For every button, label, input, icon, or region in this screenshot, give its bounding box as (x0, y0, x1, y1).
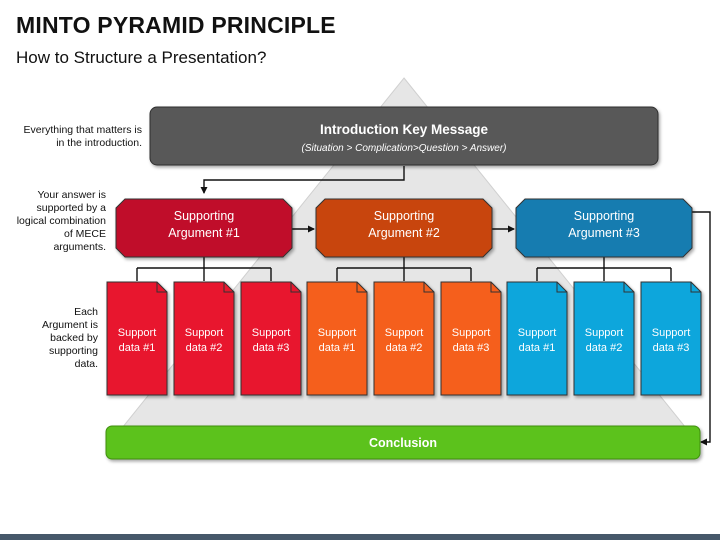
support-line1: Support (118, 327, 157, 339)
support-card-1-1 (106, 281, 168, 396)
argument-box-2 (315, 198, 493, 258)
page-title: MINTO PYRAMID PRINCIPLE (16, 12, 336, 38)
support-card-2-2 (373, 281, 435, 396)
support-card-3-2 (573, 281, 635, 396)
argument-1-tree (136, 256, 272, 281)
argument-3-tree (536, 256, 672, 281)
note-intro: Everything that matters is in the introd… (23, 124, 142, 149)
argument-box-3 (515, 198, 693, 258)
argument-line1: Supporting (374, 209, 435, 223)
bottom-accent-bar (0, 534, 720, 540)
support-line2: data #2 (186, 342, 223, 354)
support-line1: Support (252, 327, 291, 339)
support-card-1-3 (240, 281, 302, 396)
support-card-3-3 (640, 281, 702, 396)
support-line2: data #3 (253, 342, 290, 354)
conclusion-label: Conclusion (369, 436, 437, 450)
support-line2: data #1 (119, 342, 156, 354)
support-card-1-2 (173, 281, 235, 396)
support-card-2-3 (440, 281, 502, 396)
intro-subtitle: (Situation > Complication>Question > Ans… (301, 143, 506, 154)
support-line1: Support (585, 327, 624, 339)
support-data-cards: Support data #1 Support data #2 Support data … (106, 281, 702, 396)
conclusion-bar (105, 425, 701, 460)
argument-line2: Argument #2 (368, 226, 440, 240)
support-line1: Support (518, 327, 557, 339)
argument-box-1 (115, 198, 293, 258)
note-support-data: Each Argument is backed by supporting da… (41, 306, 98, 370)
intro-to-argument-connector (200, 166, 405, 194)
intro-title: Introduction Key Message (320, 122, 489, 137)
support-line1: Support (652, 327, 691, 339)
support-line1: Support (452, 327, 491, 339)
support-line2: data #1 (319, 342, 356, 354)
argument-line1: Supporting (174, 209, 235, 223)
support-line1: Support (385, 327, 424, 339)
argument-line2: Argument #1 (168, 226, 240, 240)
note-arguments: Your answer is supported by a logical co… (16, 189, 106, 253)
support-card-3-1 (506, 281, 568, 396)
argument-line1: Supporting (574, 209, 635, 223)
argument-line2: Argument #3 (568, 226, 640, 240)
support-line2: data #1 (519, 342, 556, 354)
support-line2: data #2 (586, 342, 623, 354)
support-card-2-1 (306, 281, 368, 396)
support-line1: Support (185, 327, 224, 339)
argument-2-tree (336, 256, 472, 281)
intro-key-message-box (149, 106, 659, 166)
support-line2: data #2 (386, 342, 423, 354)
argument-3-to-conclusion-connector (692, 211, 711, 446)
support-line2: data #3 (653, 342, 690, 354)
support-line2: data #3 (453, 342, 490, 354)
page-subtitle: How to Structure a Presentation? (16, 48, 267, 67)
connectors (136, 166, 711, 446)
support-line1: Support (318, 327, 357, 339)
